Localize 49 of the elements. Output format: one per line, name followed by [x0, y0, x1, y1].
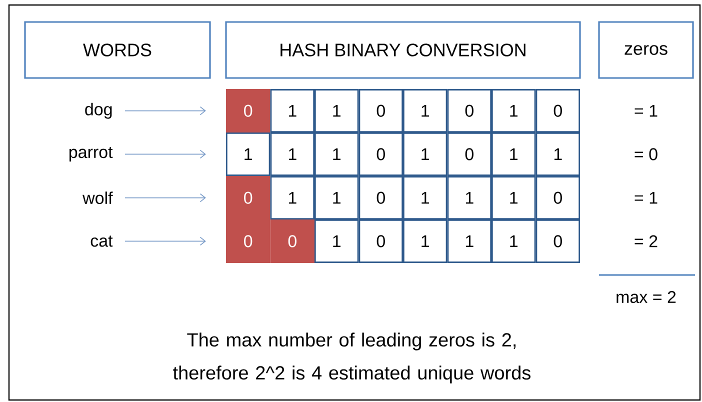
bit-cell: 1	[447, 176, 492, 220]
max-result: max = 2	[616, 290, 676, 304]
bit-cell: 0	[358, 89, 404, 133]
bit-cell: 1	[314, 219, 359, 263]
bit-cell: 0	[536, 176, 580, 220]
bit-cell: 1	[536, 132, 580, 176]
bit-cell: 1	[491, 176, 536, 220]
zero-count: = 2	[634, 235, 658, 248]
bit-cell: 1	[491, 89, 536, 133]
word-label: parrot	[70, 146, 113, 162]
highlighted-bit-cell: 0	[226, 89, 270, 133]
arrow	[124, 236, 206, 246]
bit-cell: 0	[358, 176, 404, 220]
bit-cell: 1	[314, 176, 359, 220]
arrow	[124, 193, 206, 202]
highlighted-bit-cell: 0	[270, 219, 315, 263]
bit-cell: 1	[270, 132, 315, 176]
highlighted-bit-cell: 0	[226, 176, 270, 220]
bit-cell: 0	[447, 89, 492, 133]
bit-cell: 0	[447, 132, 492, 176]
arrow	[124, 150, 206, 159]
zero-count: = 1	[634, 104, 658, 117]
header-box: WORDS	[24, 21, 211, 79]
word-label: cat	[90, 236, 113, 247]
bit-cell: 1	[402, 132, 448, 176]
bit-cell: 0	[358, 132, 404, 176]
word-label: dog	[85, 102, 112, 119]
zero-count: = 1	[634, 192, 658, 204]
bit-cell: 1	[402, 219, 448, 263]
bit-cell: 1	[226, 132, 270, 176]
highlighted-bit-cell: 0	[226, 219, 270, 263]
bit-cell: 1	[491, 219, 536, 263]
header-box: zeros	[598, 21, 694, 79]
bit-cell: 0	[536, 89, 580, 133]
bit-cell: 1	[491, 132, 536, 176]
caption: The max number of leading zeros is 2, therefore 2^2 is 4 estimated unique words	[173, 332, 530, 384]
bit-cell: 0	[536, 219, 580, 263]
bit-cell: 1	[270, 89, 315, 133]
bit-cell: 1	[270, 176, 315, 220]
arrow	[124, 106, 206, 116]
zero-count: = 0	[634, 148, 658, 160]
bit-cell: 1	[314, 89, 359, 133]
word-label: wolf	[82, 192, 113, 204]
bit-cell: 1	[447, 219, 492, 263]
bit-cell: 1	[402, 176, 448, 220]
bit-cell: 0	[358, 219, 404, 263]
header-box: HASH BINARY CONVERSION	[225, 21, 581, 79]
bit-cell: 1	[402, 89, 448, 133]
bit-cell: 1	[314, 132, 359, 176]
